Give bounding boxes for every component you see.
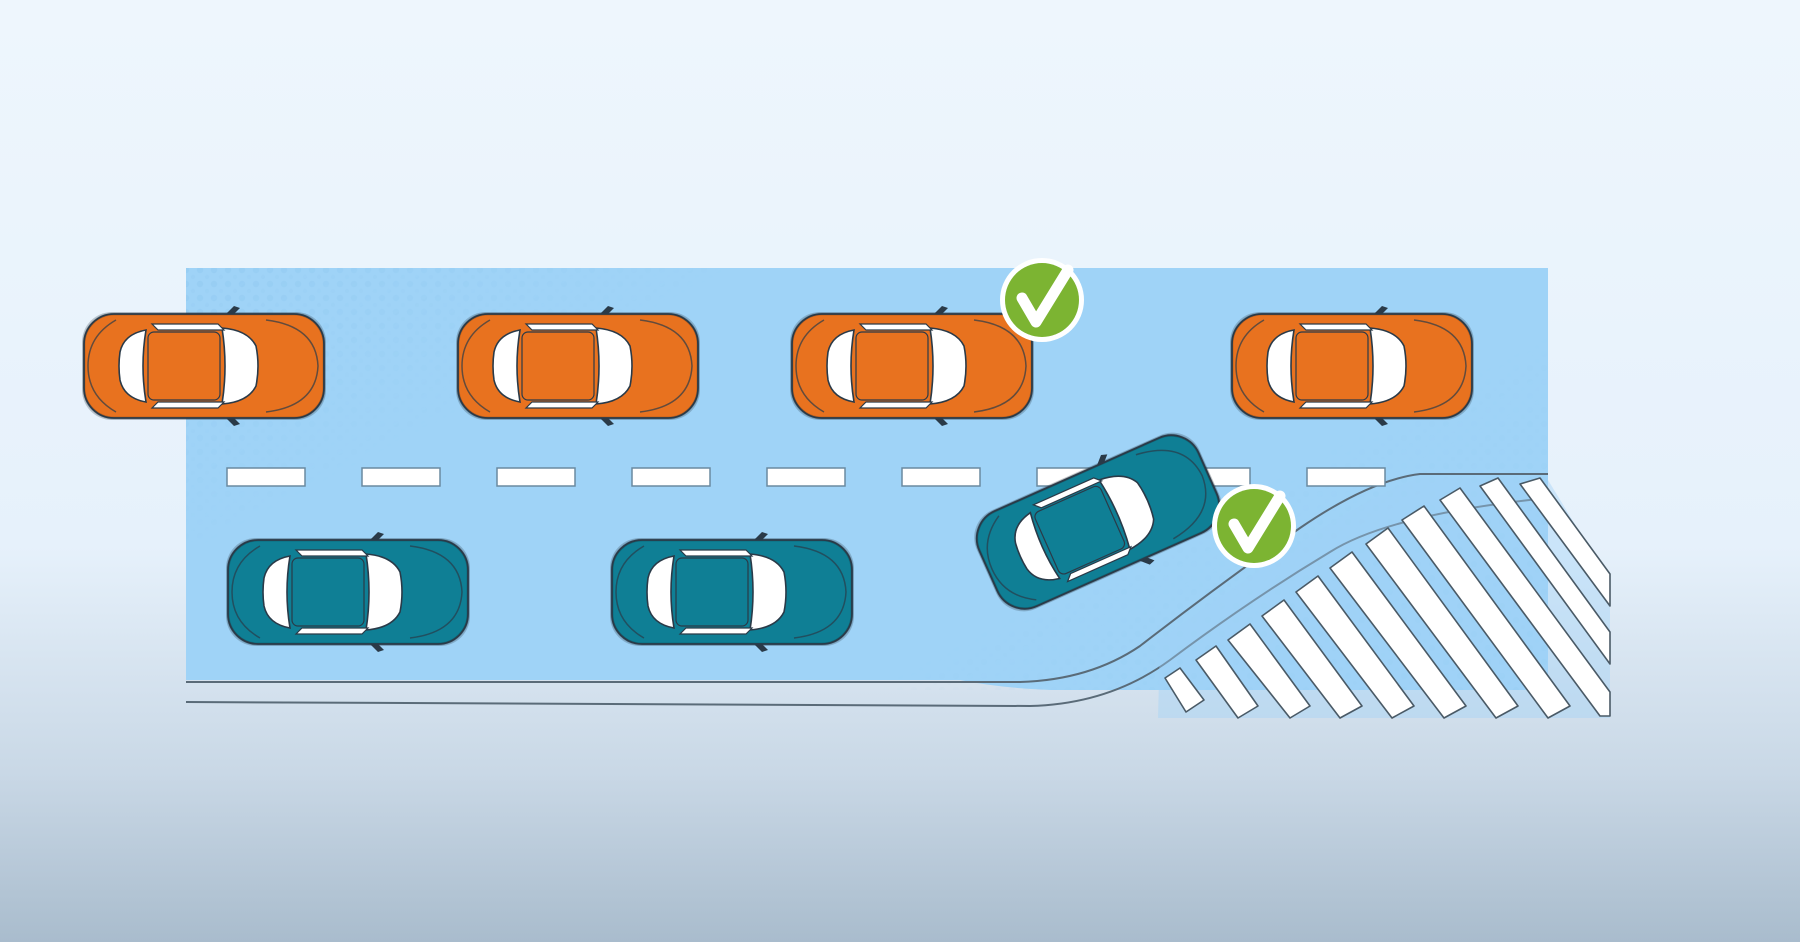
car-top-view-icon [80,304,328,428]
check-badge-icon [1212,484,1296,568]
car-top-view-icon [1228,304,1476,428]
car-top-view-icon [224,530,472,654]
car-top-view-icon [608,530,856,654]
car-top-view-icon [454,304,702,428]
car-top-view-icon [788,304,1036,428]
hatched-crosswalk-icon [1158,477,1611,719]
curb-line [186,473,1548,683]
check-badge-icon [1000,258,1084,342]
